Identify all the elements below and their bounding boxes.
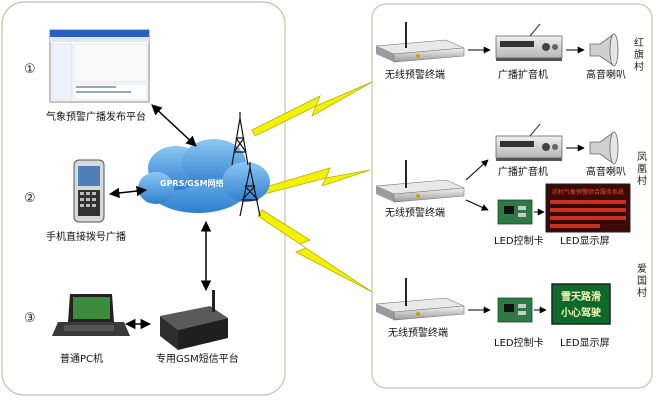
laptop-icon xyxy=(52,294,130,336)
marker-2: ② xyxy=(24,191,36,206)
network-cloud-icon xyxy=(138,139,270,213)
phone-label: 手机直接拨号广播 xyxy=(46,230,126,243)
wireless-terminal-icon xyxy=(375,160,465,203)
arrow-terminal-amplifier xyxy=(465,159,489,181)
wireless-link-lightning xyxy=(251,81,373,293)
village-label-3: 爱国村 xyxy=(637,262,647,299)
village-label-2: 凤凰村 xyxy=(637,151,647,187)
amplifier-label: 广播扩音机 xyxy=(498,165,548,178)
led-card-label: LED控制卡 xyxy=(494,336,544,349)
gsm-platform-label: 专用GSM短信平台 xyxy=(156,352,239,365)
village-label-1: 红旗村 xyxy=(634,36,644,73)
arrow-platform-cloud xyxy=(151,104,197,147)
arrow-phone-cloud xyxy=(108,185,148,199)
cell-tower-icon xyxy=(231,112,249,166)
software-screenshot-icon xyxy=(49,29,150,103)
left-panel xyxy=(1,1,286,396)
platform-label: 气象预警广播发布平台 xyxy=(46,110,146,123)
terminal-label: 无线预警终端 xyxy=(385,206,445,219)
led-display-green-icon xyxy=(551,283,611,325)
loudspeaker-icon xyxy=(589,131,619,165)
led-screen-text-1: 雪天路滑 xyxy=(561,290,601,303)
marker-3: ③ xyxy=(24,311,36,326)
led-control-card-icon xyxy=(497,297,533,323)
led-screen-label: LED显示屏 xyxy=(560,235,610,247)
led-screen-text-2: 小心驾驶 xyxy=(560,306,601,319)
loudspeaker-icon xyxy=(589,33,619,67)
amplifier-label: 广播扩音机 xyxy=(498,68,548,81)
right-panel xyxy=(371,3,653,389)
amplifier-icon xyxy=(495,23,563,61)
gsm-modem-icon xyxy=(160,290,228,350)
amplifier-icon xyxy=(495,123,563,161)
led-control-card-icon xyxy=(497,199,533,225)
led-screen-label: LED显示屏 xyxy=(560,337,610,349)
led-card-label: LED控制卡 xyxy=(494,234,544,247)
speaker-label: 高音喇叭 xyxy=(586,68,626,81)
wireless-terminal-icon xyxy=(375,22,465,63)
terminal-label: 无线预警终端 xyxy=(385,68,445,81)
speaker-label: 高音喇叭 xyxy=(586,165,626,178)
terminal-label: 无线预警终端 xyxy=(388,326,448,339)
marker-1: ① xyxy=(24,62,36,77)
arrow-terminal-ledcard xyxy=(465,199,489,211)
led-display-red-icon xyxy=(545,183,631,233)
mobile-phone-icon xyxy=(73,159,105,223)
cell-tower-icon xyxy=(239,162,261,217)
cloud-label: GPRS/GSM网络 xyxy=(160,178,224,188)
led-screen-text: 农村气象预警综合服务系统 xyxy=(552,188,624,196)
pc-label: 普通PC机 xyxy=(60,352,103,365)
wireless-terminal-icon xyxy=(375,278,465,321)
